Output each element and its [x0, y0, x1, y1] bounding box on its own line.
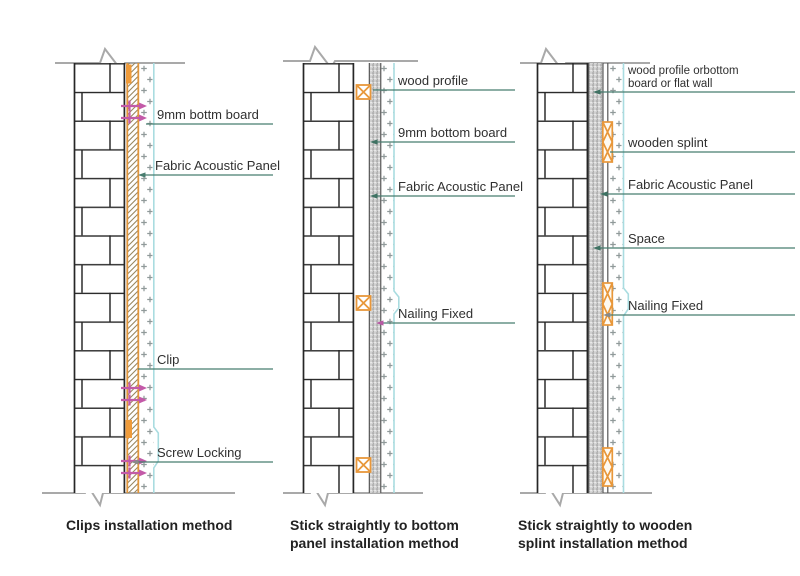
label-wood-profile: wood profile	[398, 73, 469, 88]
brick-wall	[537, 63, 588, 493]
leader-arrow	[593, 89, 601, 95]
label-nailing-fixed: Nailing Fixed	[628, 298, 704, 313]
label-9mm-bottom-board: 9mm bottom board	[398, 125, 508, 140]
wood-profile-symbols	[355, 84, 372, 473]
wooden-splint-symbols	[601, 121, 614, 487]
label-wood-profile-or-bottom-board: wood profile orbottom board or flat wall	[628, 65, 739, 90]
label-9mm-bottom-board: 9mm bottm board	[157, 107, 259, 122]
leader-arrow	[600, 191, 608, 197]
label-screw-locking: Screw Locking	[157, 445, 242, 460]
leader-lines	[373, 89, 515, 324]
clip-block-middle	[125, 420, 132, 438]
break-line-top	[283, 44, 418, 70]
clips-method-drawing	[42, 46, 273, 508]
caption-clips-method: Clips installation method	[66, 517, 233, 533]
label-fabric-acoustic-panel: Fabric Acoustic Panel	[628, 177, 754, 192]
wooden-splint-method-drawing	[520, 46, 795, 508]
brick-wall	[74, 63, 125, 493]
bottom-board-layer	[369, 63, 381, 493]
board-layer	[588, 63, 603, 493]
brick-wall	[303, 63, 354, 493]
clip-block-top	[126, 64, 132, 84]
leader-arrow	[376, 320, 384, 326]
screw-arrowheads	[139, 102, 147, 477]
label-fabric-acoustic-panel: Fabric Acoustic Panel	[398, 179, 524, 194]
bottom-board-layer	[127, 63, 138, 493]
bottom-panel-method-drawing	[283, 44, 515, 508]
acoustic-panel-layer	[381, 63, 394, 493]
acoustic-panel-layer	[609, 63, 623, 493]
label-wooden-splint: wooden splint	[628, 135, 708, 150]
leader-arrow	[603, 312, 611, 318]
acoustic-panel-layer	[140, 63, 154, 493]
label-fabric-acoustic-panel: Fabric Acoustic Panel	[155, 158, 281, 173]
label-space: Space	[628, 231, 665, 246]
leader-arrow	[370, 139, 378, 145]
panel-face-line	[622, 63, 630, 493]
leader-arrow	[593, 245, 601, 251]
leader-lines	[595, 91, 795, 316]
panel-face-line	[393, 63, 400, 493]
leader-arrow	[370, 193, 378, 199]
leader-lines	[137, 123, 273, 463]
label-clip: Clip	[157, 352, 180, 367]
leader-arrow	[138, 172, 146, 178]
panel-face-line	[153, 63, 160, 493]
leader-arrow	[131, 459, 139, 465]
label-nailing-fixed: Nailing Fixed	[398, 306, 474, 321]
